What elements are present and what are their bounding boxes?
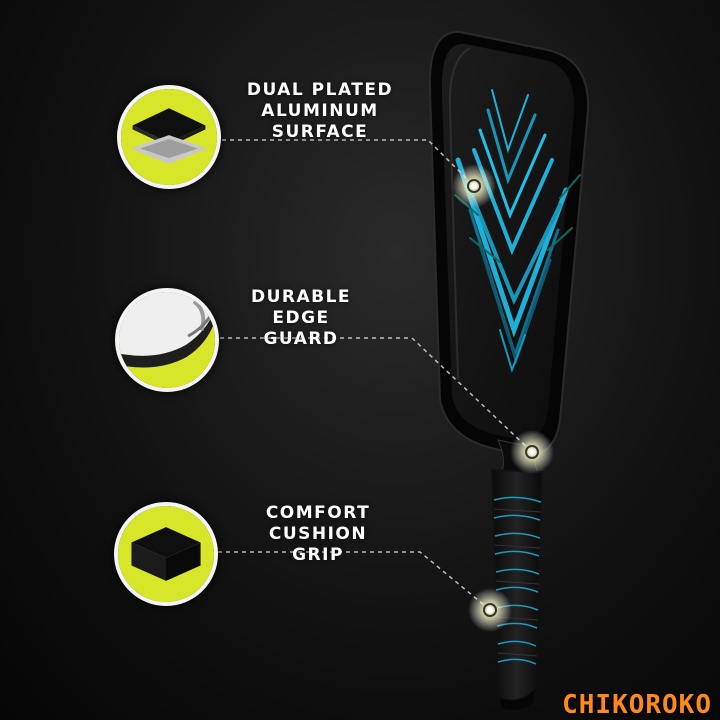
paddle-chevron-graphic — [454, 89, 581, 374]
feature-label-line2: ALUMINUM SURFACE — [261, 101, 379, 142]
feature-label-surface: DUAL PLATED ALUMINUM SURFACE — [222, 80, 418, 143]
glow-marker-surface — [452, 164, 496, 208]
edge-guard-icon — [115, 288, 219, 392]
callout-line-edge — [220, 337, 533, 453]
feature-label-line1: DURABLE — [250, 287, 352, 307]
watermark-text: CHIKOROKO — [562, 690, 712, 720]
feature-label-line2: EDGE GUARD — [263, 308, 339, 349]
cushion-block-icon — [114, 502, 218, 606]
callout-line-grip — [218, 551, 491, 611]
glow-marker-grip — [468, 588, 512, 632]
feature-label-edge: DURABLE EDGE GUARD — [236, 287, 366, 350]
feature-label-line2: CUSHION GRIP — [268, 524, 368, 565]
feature-label-grip: COMFORT CUSHION GRIP — [246, 503, 390, 566]
layers-icon — [117, 85, 221, 189]
feature-label-line1: COMFORT — [265, 503, 371, 523]
paddle-grip — [490, 468, 544, 710]
feature-label-line1: DUAL PLATED — [246, 80, 394, 100]
glow-marker-edge — [510, 430, 554, 474]
